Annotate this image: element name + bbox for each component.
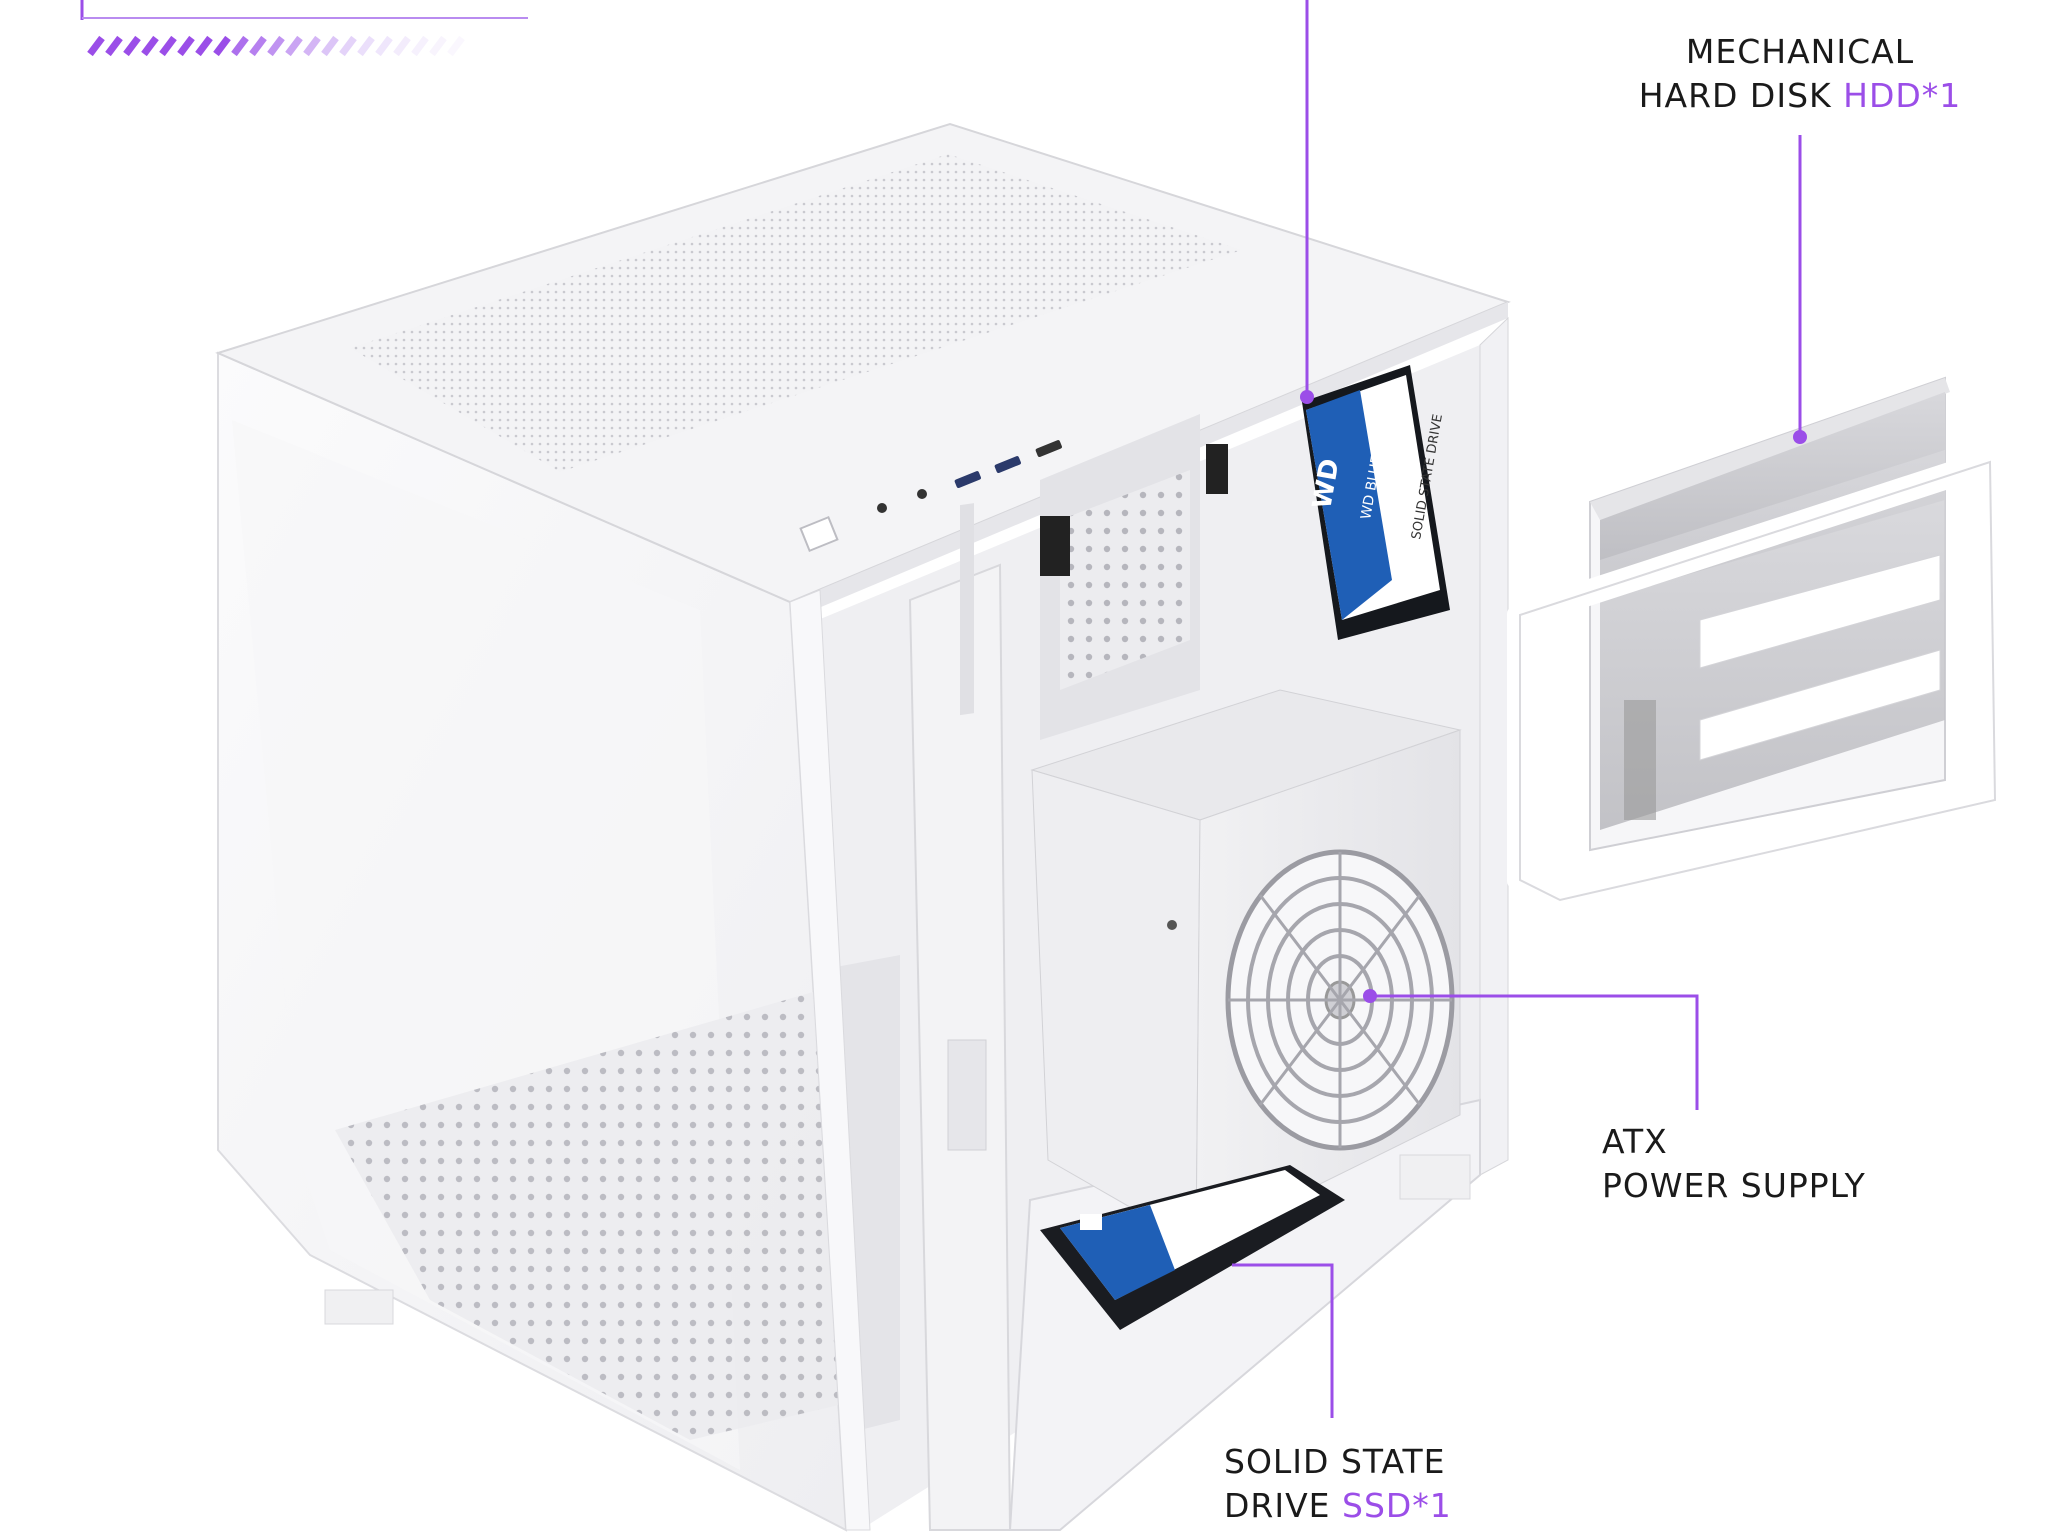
hdd-label: MECHANICAL HARD DISK HDD*1 [1630, 30, 1970, 118]
hdd-label-line2: HARD DISK HDD*1 [1630, 74, 1970, 118]
callout-dots [1300, 390, 1807, 1003]
pc-case [215, 122, 1511, 1532]
corner-decoration [80, 0, 528, 57]
psu-label-line1: ATX [1602, 1122, 1668, 1161]
hdd-label-line1: MECHANICAL [1685, 32, 1915, 71]
psu-label: ATX POWER SUPPLY [1602, 1120, 1866, 1208]
ssd-label: SOLID STATE DRIVE SSD*1 [1224, 1440, 1452, 1528]
psu-label-line2: POWER SUPPLY [1602, 1166, 1866, 1205]
callout-dot-ssd-top [1300, 390, 1314, 404]
fan-grille-icon [1225, 849, 1455, 1151]
hdd-label-count: HDD*1 [1843, 76, 1962, 115]
callout-lines [1232, 0, 1802, 1418]
callout-dot-hdd [1793, 430, 1807, 444]
front-io-ports [799, 440, 1062, 553]
ssd-label-count: SSD*1 [1342, 1486, 1452, 1525]
power-supply [1030, 689, 1462, 1246]
ssd-label-line2: DRIVE SSD*1 [1224, 1484, 1452, 1528]
top-mesh [350, 154, 1242, 472]
callout-line-ssd-bottom [1232, 1263, 1334, 1418]
hdd-cage [1507, 376, 2008, 913]
callout-line-psu [1370, 994, 1699, 1110]
ssd-label-line2-text: DRIVE [1224, 1486, 1342, 1525]
hdd-cage-bracket [1507, 449, 2008, 913]
ssd-bottom [1040, 1165, 1345, 1330]
bottom-mesh [335, 990, 860, 1440]
callout-dot-psu [1363, 989, 1377, 1003]
hdd-label-line2-text: HARD DISK [1638, 76, 1844, 115]
ssd-label-line1: SOLID STATE [1224, 1442, 1446, 1481]
